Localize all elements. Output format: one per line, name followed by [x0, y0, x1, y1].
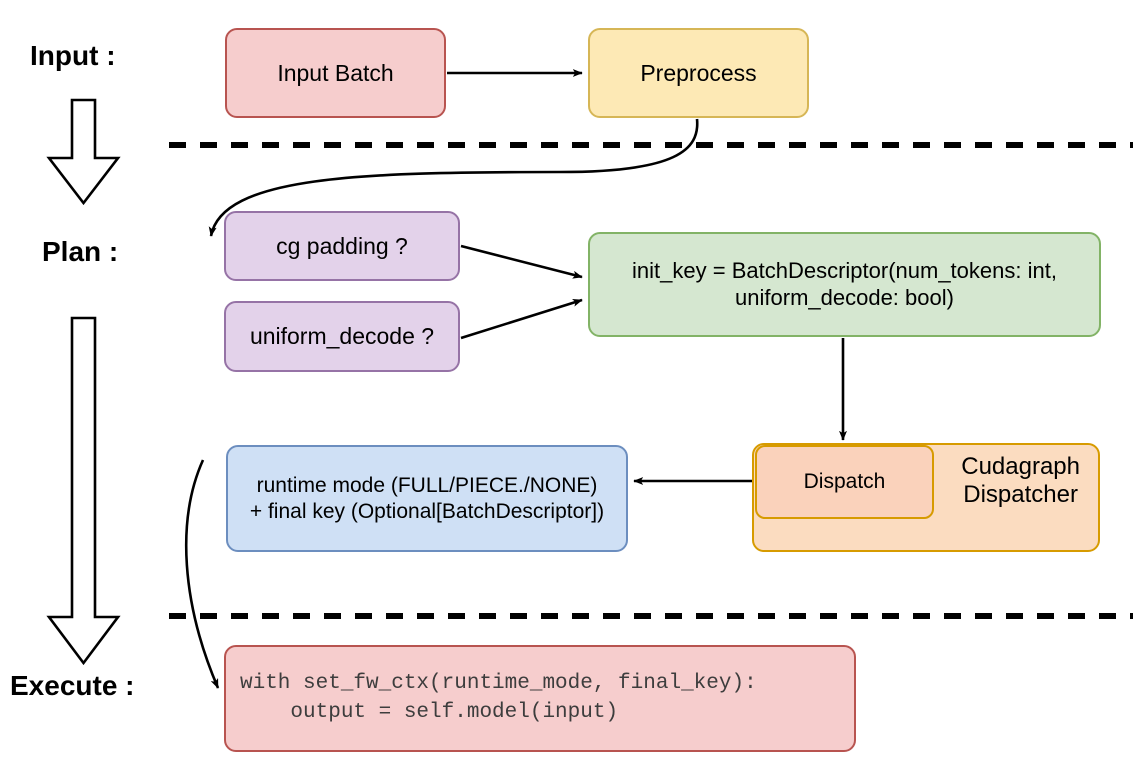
node-init-key[interactable]: init_key = BatchDescriptor(num_tokens: i…	[588, 232, 1101, 337]
node-cg-padding-label: cg padding ?	[276, 232, 408, 259]
node-input-batch[interactable]: Input Batch	[225, 28, 446, 118]
edge-uniform-decode-to-init-key	[460, 298, 583, 340]
node-preprocess-label: Preprocess	[640, 59, 757, 86]
edge-runtime-mode-to-exec-code	[184, 459, 220, 689]
node-runtime-mode-line1: runtime mode (FULL/PIECE./NONE)	[256, 473, 598, 497]
node-runtime-mode-line2: + final key (Optional[BatchDescriptor])	[249, 499, 605, 523]
stage-arrow-plan-to-execute	[46, 316, 121, 666]
node-init-key-label: init_key = BatchDescriptor(num_tokens: i…	[632, 258, 1057, 312]
node-exec-code[interactable]: with set_fw_ctx(runtime_mode, final_key)…	[224, 645, 856, 752]
stage-label-plan: Plan :	[42, 236, 119, 267]
node-dispatch-label: Dispatch	[803, 470, 886, 494]
edge-cg-padding-to-init-key	[460, 244, 583, 279]
node-runtime-mode[interactable]: runtime mode (FULL/PIECE./NONE) + final …	[226, 445, 628, 552]
node-input-batch-label: Input Batch	[277, 59, 394, 86]
node-init-key-line1: init_key = BatchDescriptor(num_tokens: i…	[632, 257, 1057, 283]
node-runtime-mode-label: runtime mode (FULL/PIECE./NONE) + final …	[250, 473, 604, 524]
stage-arrow-input-to-plan	[46, 98, 121, 206]
stage-label-input: Input :	[30, 40, 116, 71]
node-init-key-line2: uniform_decode: bool)	[735, 284, 954, 310]
node-dispatch[interactable]: Dispatch	[755, 445, 934, 519]
node-exec-code-label: with set_fw_ctx(runtime_mode, final_key)…	[240, 670, 757, 727]
node-cudagraph-dispatcher-label: Cudagraph Dispatcher	[961, 453, 1080, 510]
node-uniform-decode[interactable]: uniform_decode ?	[224, 301, 460, 372]
stage-label-execute: Execute :	[10, 670, 135, 701]
node-preprocess[interactable]: Preprocess	[588, 28, 809, 118]
node-cudagraph-dispatcher-line1: Cudagraph	[961, 453, 1080, 480]
node-exec-code-line2: output = self.model(input)	[240, 700, 619, 724]
node-exec-code-line1: with set_fw_ctx(runtime_mode, final_key)…	[240, 672, 757, 696]
node-cg-padding[interactable]: cg padding ?	[224, 211, 460, 281]
node-cudagraph-dispatcher-line2: Dispatcher	[963, 481, 1078, 509]
node-uniform-decode-label: uniform_decode ?	[249, 323, 435, 350]
